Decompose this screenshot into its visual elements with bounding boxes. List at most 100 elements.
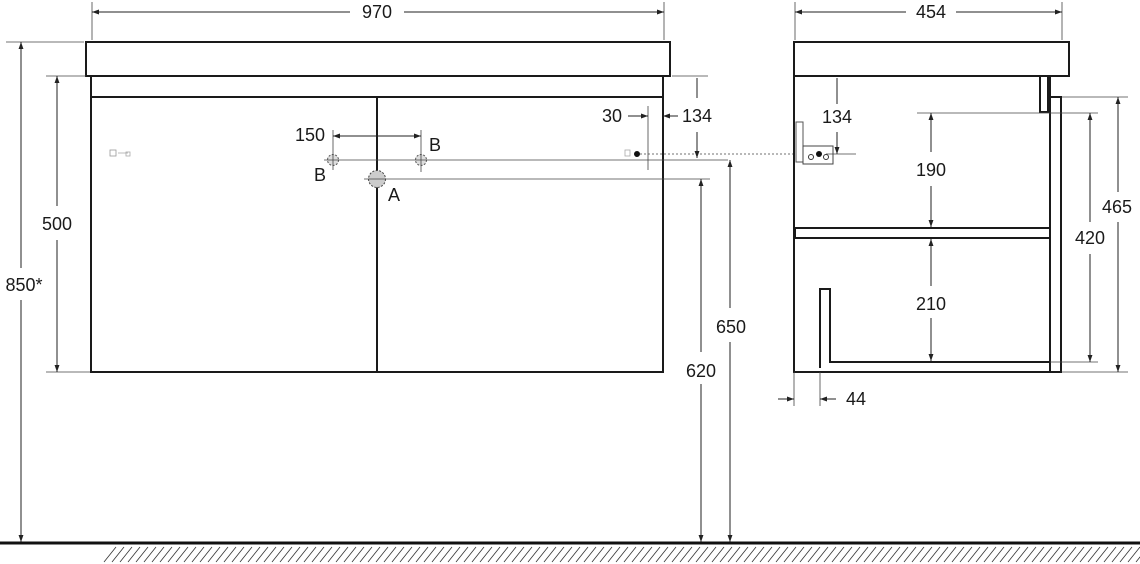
- floor-hatch: [191, 546, 205, 563]
- floor-hatch: [103, 546, 117, 563]
- floor-hatch: [919, 546, 933, 563]
- dim-134-front: 134: [682, 106, 712, 126]
- dim-500: 500: [42, 214, 72, 234]
- dim-cabinet-height: 500: [42, 75, 90, 373]
- floor-hatch: [1103, 546, 1117, 563]
- dim-outer-height: 465: [1062, 96, 1132, 373]
- floor-hatch: [471, 546, 485, 563]
- dim-454: 454: [916, 2, 946, 22]
- floor-hatch: [399, 546, 413, 563]
- floor-hatch: [751, 546, 765, 563]
- floor-hatch: [183, 546, 197, 563]
- side-drawer-profile: [819, 288, 1049, 368]
- side-back-panel: [1049, 96, 1062, 373]
- floor-hatch: [423, 546, 437, 563]
- floor-hatch: [511, 546, 525, 563]
- floor-hatch: [831, 546, 845, 563]
- floor-hatch: [775, 546, 789, 563]
- floor-line: [0, 541, 1140, 563]
- floor-hatch: [1127, 546, 1140, 563]
- front-sink-top: [85, 41, 671, 77]
- floor-hatch: [727, 546, 741, 563]
- floor-hatch: [447, 546, 461, 563]
- dim-front-top-offset: 134: [672, 75, 712, 158]
- floor-hatch: [871, 546, 885, 563]
- floor-hatch: [319, 546, 333, 563]
- side-fitting: [795, 121, 834, 165]
- floor-hatch: [543, 546, 557, 563]
- floor-hatch: [575, 546, 589, 563]
- floor-hatch: [783, 546, 797, 563]
- dim-side-depth: 454: [794, 2, 1063, 40]
- floor-hatch: [983, 546, 997, 563]
- dim-front-width: 970: [91, 2, 665, 40]
- dim-supply-height: 650: [716, 160, 746, 542]
- dim-44: 44: [846, 389, 866, 409]
- floor-hatch: [119, 546, 133, 563]
- dim-210: 210: [916, 294, 946, 314]
- floor-hatch: [231, 546, 245, 563]
- floor-hatch: [151, 546, 165, 563]
- dim-465: 465: [1102, 197, 1132, 217]
- floor-hatch: [487, 546, 501, 563]
- side-view: [793, 41, 1070, 373]
- floor-hatch: [383, 546, 397, 563]
- floor-hatch: [671, 546, 685, 563]
- right-handle-mark: [624, 149, 631, 157]
- floor-hatch: [1071, 546, 1085, 563]
- floor-hatch: [615, 546, 629, 563]
- dim-side-offset: 30: [602, 106, 678, 170]
- floor-hatch: [1015, 546, 1029, 563]
- floor-hatch: [559, 546, 573, 563]
- connection-holes: [324, 130, 850, 188]
- floor-hatch: [1007, 546, 1021, 563]
- floor-hatch: [839, 546, 853, 563]
- floor-hatch: [943, 546, 957, 563]
- floor-hatch: [239, 546, 253, 563]
- floor-hatch: [111, 546, 125, 563]
- floor-hatch: [175, 546, 189, 563]
- floor-hatch: [463, 546, 477, 563]
- dim-total-height: 850*: [5, 41, 84, 542]
- floor-hatch: [295, 546, 309, 563]
- floor-hatch: [855, 546, 869, 563]
- floor-hatch: [631, 546, 645, 563]
- floor-hatch: [1055, 546, 1069, 563]
- floor-hatch: [623, 546, 637, 563]
- dim-drain-height: 620: [686, 179, 716, 542]
- floor-hatch: [719, 546, 733, 563]
- floor-hatch: [679, 546, 693, 563]
- floor-hatch: [503, 546, 517, 563]
- floor-hatch: [887, 546, 901, 563]
- front-view: [85, 41, 671, 373]
- dim-620: 620: [686, 361, 716, 381]
- dim-150: 150: [295, 125, 325, 145]
- floor-hatch: [479, 546, 493, 563]
- floor-hatch: [911, 546, 925, 563]
- floor-hatch: [583, 546, 597, 563]
- floor-hatch: [1031, 546, 1045, 563]
- floor-hatch: [599, 546, 613, 563]
- floor-hatch: [167, 546, 181, 563]
- floor-hatch: [1039, 546, 1053, 563]
- floor-hatch: [591, 546, 605, 563]
- floor-hatch: [767, 546, 781, 563]
- dim-hole-spacing: 150: [295, 125, 421, 145]
- floor-hatch: [343, 546, 357, 563]
- floor-hatch: [863, 546, 877, 563]
- label-a: A: [388, 185, 400, 205]
- floor-hatch: [127, 546, 141, 563]
- side-cabinet-body: [793, 75, 1051, 373]
- supply-point: [634, 151, 640, 157]
- floor-hatch: [847, 546, 861, 563]
- dim-back-gap: 44: [778, 372, 866, 409]
- floor-hatch: [567, 546, 581, 563]
- floor-hatch: [823, 546, 837, 563]
- floor-hatch: [287, 546, 301, 563]
- floor-hatch: [959, 546, 973, 563]
- floor-hatch: [407, 546, 421, 563]
- floor-hatch: [375, 546, 389, 563]
- dim-190: 190: [916, 160, 946, 180]
- floor-hatch: [663, 546, 677, 563]
